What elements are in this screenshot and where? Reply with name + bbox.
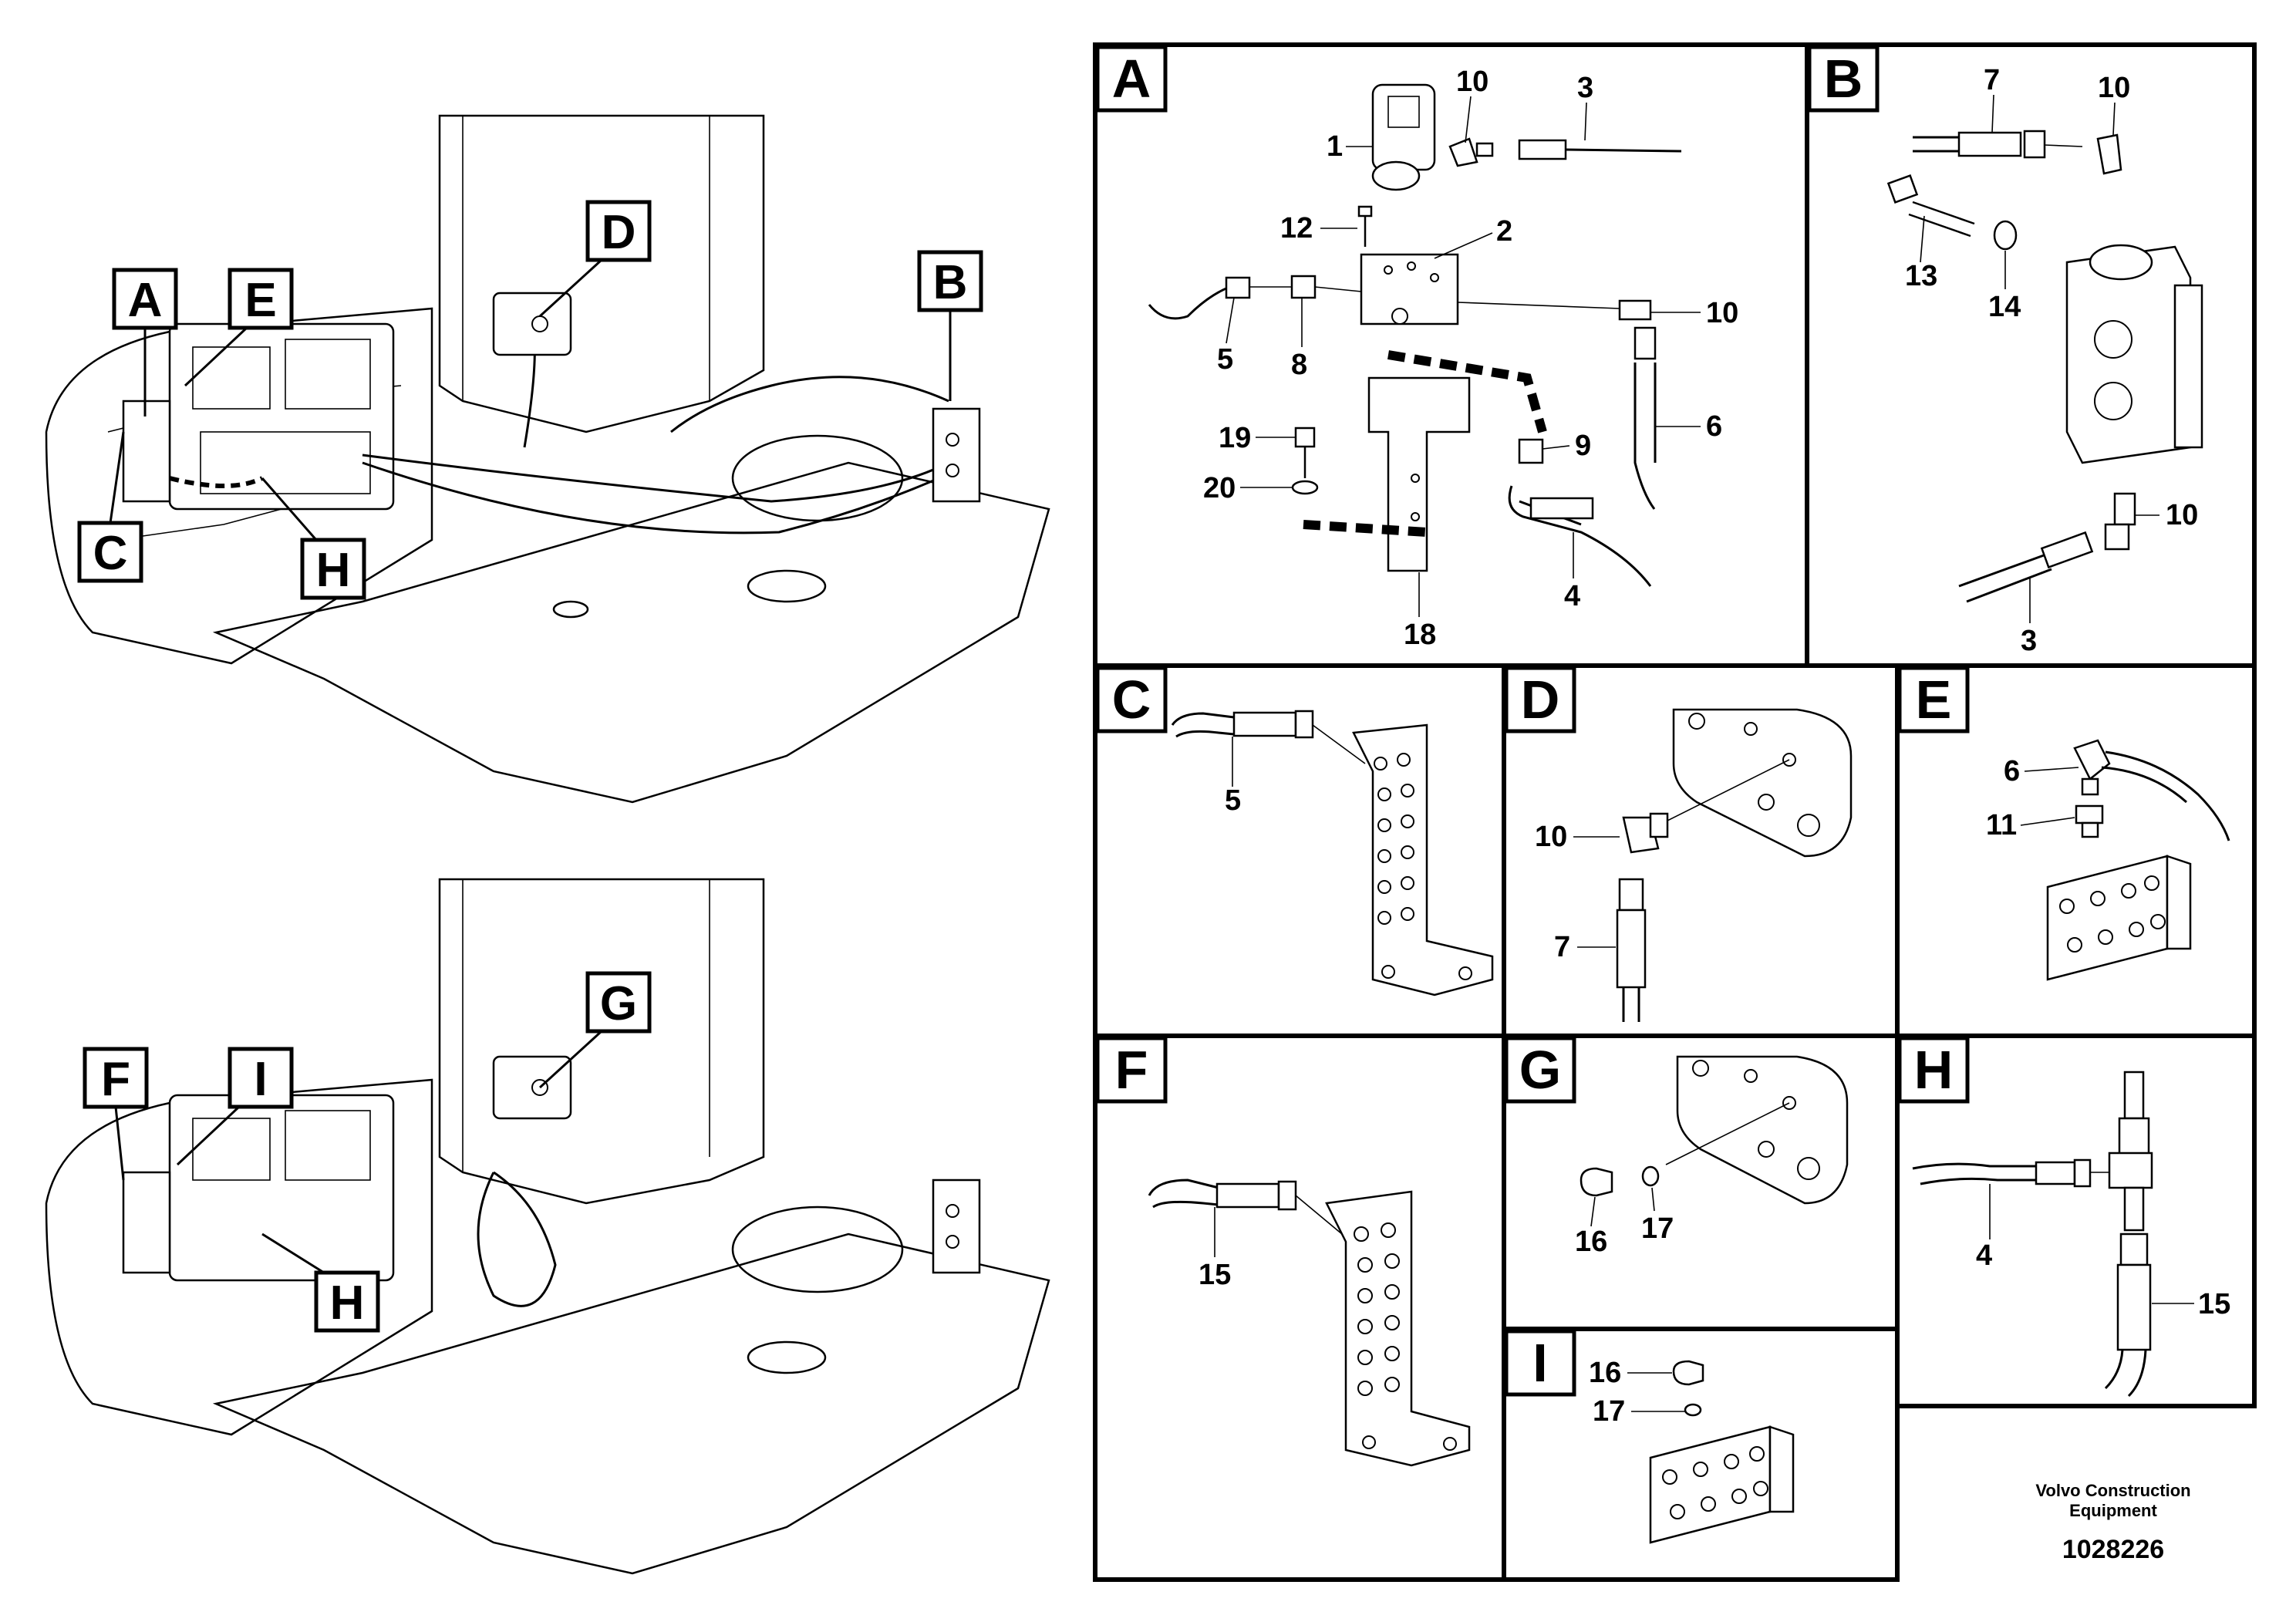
part-label-20: 20	[1203, 472, 1236, 504]
panel-F-frame	[1093, 1034, 1506, 1582]
panel-I-frame	[1502, 1327, 1900, 1582]
panel-letter: G	[1519, 1040, 1561, 1100]
panel-H-labels: 4 15	[1976, 1184, 2230, 1320]
overview-top	[45, 114, 1050, 804]
callout-D-top: D	[538, 200, 652, 318]
part-label-4: 4	[1976, 1239, 1992, 1272]
callout-label: I	[254, 1053, 267, 1106]
panel-D-drawing	[1616, 708, 1853, 1022]
footer: Volvo Construction Equipment 1028226	[2035, 1481, 2190, 1564]
part-label-13: 13	[1905, 260, 1937, 292]
panel-B-label: B	[1807, 45, 1880, 113]
part-label-3: 3	[1577, 72, 1593, 104]
panel-letter: E	[1916, 669, 1952, 730]
callout-label: A	[128, 274, 163, 327]
part-label-19: 19	[1219, 422, 1251, 454]
part-label-7: 7	[1984, 64, 2000, 96]
part-label-12: 12	[1280, 212, 1313, 244]
part-label-6: 6	[2004, 755, 2020, 787]
panel-E-labels: 6 11	[1986, 755, 2079, 841]
part-label-10b: 10	[2166, 499, 2198, 531]
callout-H-bottom: H	[261, 1233, 380, 1333]
callout-C-top: C	[77, 431, 143, 583]
callout-label: E	[244, 274, 276, 327]
panel-F-label: F	[1095, 1036, 1168, 1104]
callout-F-bottom: F	[83, 1047, 149, 1181]
panel-F-labels: 15	[1199, 1207, 1231, 1291]
brand-line-2: Equipment	[2069, 1501, 2157, 1520]
panel-I-drawing	[1649, 1360, 1795, 1544]
panel-E-drawing	[2046, 739, 2230, 981]
panel-A-labels: 1 10 3 12 2 5 8 10 19 20 9 6 4 18	[1203, 66, 1738, 651]
panel-F-drawing	[1148, 1179, 1471, 1467]
part-label-10b: 10	[1706, 297, 1738, 329]
panel-H-drawing	[1912, 1071, 2153, 1398]
panel-G-drawing	[1580, 1055, 1849, 1205]
part-label-8: 8	[1291, 349, 1307, 381]
callout-H-top: H	[261, 477, 366, 600]
part-label-18: 18	[1404, 619, 1436, 651]
panel-C-label: C	[1095, 666, 1168, 733]
part-label-10: 10	[1535, 821, 1567, 853]
part-label-6: 6	[1706, 410, 1722, 443]
callout-label: B	[933, 256, 968, 309]
panel-B-drawing	[1886, 130, 2203, 603]
callout-I-bottom: I	[176, 1047, 294, 1166]
panel-I-labels: 16 17	[1589, 1357, 1685, 1428]
callout-label: C	[93, 527, 128, 580]
panel-letter: C	[1112, 669, 1151, 730]
part-label-9: 9	[1575, 430, 1591, 462]
part-label-15: 15	[2198, 1288, 2230, 1320]
overview-bottom	[45, 878, 1050, 1575]
part-label-15: 15	[1199, 1259, 1231, 1291]
part-label-3: 3	[2021, 625, 2037, 657]
panel-G-labels: 16 17	[1575, 1187, 1674, 1258]
part-label-4: 4	[1564, 580, 1580, 612]
part-label-1: 1	[1327, 130, 1343, 163]
panel-I-label: I	[1504, 1329, 1576, 1397]
part-label-10: 10	[1456, 66, 1489, 98]
panel-letter: I	[1532, 1333, 1547, 1393]
panel-H-label: H	[1897, 1036, 1970, 1104]
part-label-14: 14	[1988, 291, 2021, 323]
panel-D-labels: 10 7	[1535, 821, 1620, 963]
part-label-2: 2	[1496, 215, 1512, 248]
panel-letter: D	[1521, 669, 1560, 730]
part-label-17: 17	[1641, 1212, 1674, 1245]
part-label-5: 5	[1225, 784, 1241, 817]
callout-G-bottom: G	[538, 971, 652, 1089]
panel-E-label: E	[1897, 666, 1970, 733]
panel-A-label: A	[1095, 45, 1168, 113]
drawing-number: 1028226	[2062, 1535, 2164, 1564]
panel-letter: F	[1115, 1040, 1148, 1100]
brand-line-1: Volvo Construction	[2035, 1481, 2190, 1500]
panel-letter: H	[1914, 1040, 1954, 1100]
callout-label: D	[602, 206, 636, 259]
callout-A-top: A	[112, 268, 178, 416]
callout-label: G	[600, 977, 637, 1030]
part-label-16: 16	[1575, 1226, 1607, 1258]
panel-letter: A	[1112, 49, 1151, 109]
callout-label: F	[101, 1053, 130, 1106]
callout-label: H	[330, 1276, 365, 1330]
callout-label: H	[316, 544, 351, 597]
part-label-5: 5	[1217, 343, 1233, 376]
panel-G-label: G	[1504, 1036, 1576, 1104]
part-label-10: 10	[2098, 72, 2130, 104]
panel-letter: B	[1824, 49, 1863, 109]
panel-A-drawing	[1148, 83, 1682, 587]
callout-B-top: B	[917, 250, 983, 401]
part-label-17: 17	[1593, 1395, 1625, 1428]
panel-H-frame	[1895, 1034, 2257, 1408]
panel-C-labels: 5	[1225, 737, 1241, 817]
panel-D-label: D	[1504, 666, 1576, 733]
panel-A-frame	[1093, 42, 1809, 668]
part-label-16: 16	[1589, 1357, 1621, 1389]
callout-E-top: E	[184, 268, 294, 387]
part-label-7: 7	[1554, 931, 1570, 963]
panel-C-drawing	[1171, 710, 1494, 996]
panel-B-labels: 7 10 13 14 10 3	[1905, 64, 2198, 657]
part-label-11: 11	[1986, 809, 2017, 841]
